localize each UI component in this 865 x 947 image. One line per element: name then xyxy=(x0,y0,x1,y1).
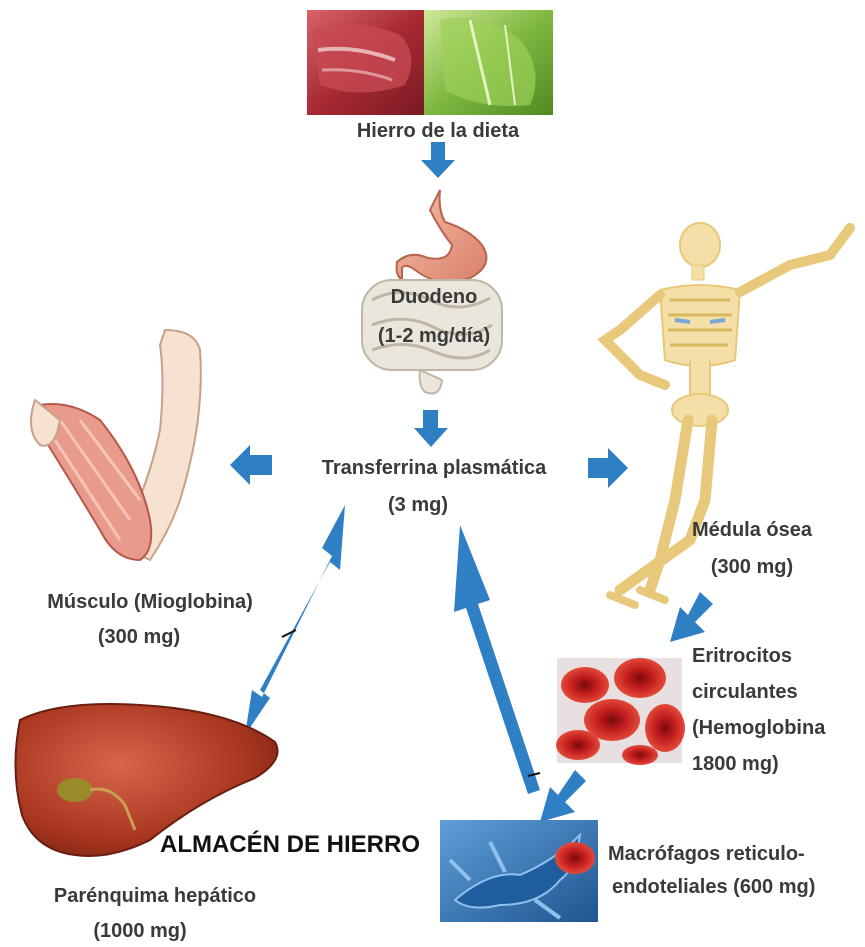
iron-storage-heading: ALMACÉN DE HIERRO xyxy=(160,830,420,858)
arrow-marrow-to-erythrocytes xyxy=(670,592,713,642)
liver-amount: (1000 mg) xyxy=(93,920,186,942)
marrow-amount: (300 mg) xyxy=(711,556,793,578)
arrow-erythrocytes-to-macrophages xyxy=(540,770,586,822)
macrophage-image xyxy=(440,820,598,922)
liver-label: Parénquima hepático xyxy=(54,885,256,907)
arrow-transferrin-to-muscle xyxy=(230,445,272,485)
erythrocytes-label-1: Eritrocitos xyxy=(692,645,792,667)
arrow-macrophages-to-transferrin xyxy=(454,525,540,794)
marrow-label: Médula ósea xyxy=(692,519,813,541)
arrow-duodenum-to-transferrin xyxy=(414,410,448,447)
arrow-diet-to-duodenum xyxy=(421,142,455,178)
muscle-label: Músculo (Mioglobina) xyxy=(47,591,253,613)
erythrocytes-label-2: circulantes xyxy=(692,681,798,703)
transferrin-label: Transferrina plasmática xyxy=(322,457,547,479)
red-blood-cells-image xyxy=(556,658,685,765)
skeleton-icon xyxy=(605,223,850,605)
erythrocytes-label-3: (Hemoglobina xyxy=(692,717,826,739)
macrophage-label-1: Macrófagos reticulo- xyxy=(608,843,805,865)
duodenum-label: Duodeno xyxy=(391,286,478,308)
arm-muscle-icon xyxy=(31,330,201,560)
macrophage-amount: endoteliales (600 mg) xyxy=(612,876,815,898)
muscle-amount: (300 mg) xyxy=(98,626,180,648)
erythrocytes-amount: 1800 mg) xyxy=(692,753,779,775)
arrow-liver-transferrin-bidirectional xyxy=(245,505,345,735)
duodenum-rate: (1-2 mg/día) xyxy=(378,325,490,347)
lettuce-image xyxy=(424,10,553,115)
meat-image xyxy=(307,10,424,115)
transferrin-amount: (3 mg) xyxy=(388,494,448,516)
arrow-transferrin-to-marrow xyxy=(588,448,628,488)
diet-label: Hierro de la dieta xyxy=(357,120,520,142)
